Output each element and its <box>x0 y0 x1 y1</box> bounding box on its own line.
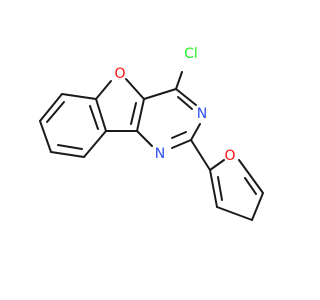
bond <box>190 123 201 141</box>
atom-labels: O Cl N N O <box>114 46 235 164</box>
bond <box>217 176 223 201</box>
bond <box>136 130 153 147</box>
bond <box>209 159 225 171</box>
bond <box>61 93 97 100</box>
atom-label-cl: Cl <box>184 46 198 62</box>
bond <box>209 169 218 208</box>
bond <box>130 102 137 125</box>
bond <box>39 93 63 122</box>
bond <box>251 192 264 221</box>
bonds <box>39 71 264 221</box>
bond <box>190 139 211 171</box>
atom-label-n-bottom: N <box>155 146 165 162</box>
bond <box>175 88 197 106</box>
molecule-diagram: O Cl N N O <box>39 46 264 221</box>
atom-label-o-benzofuran: O <box>114 66 125 82</box>
bond <box>143 88 177 100</box>
bond <box>175 71 183 90</box>
atom-label-o-furan: O <box>224 148 235 164</box>
bond <box>83 130 107 158</box>
bond <box>171 139 192 149</box>
bond <box>177 96 193 110</box>
bond <box>95 80 112 100</box>
bond <box>57 144 83 150</box>
atom-label-n-top: N <box>197 106 207 122</box>
bond <box>125 78 145 100</box>
bond <box>39 120 52 153</box>
bond <box>46 101 65 123</box>
bond <box>244 177 257 195</box>
bond <box>216 206 253 221</box>
bond <box>89 105 99 130</box>
bond <box>95 98 107 132</box>
bond <box>171 131 187 139</box>
bond <box>136 98 145 132</box>
bond <box>50 151 85 158</box>
bond <box>238 159 264 194</box>
